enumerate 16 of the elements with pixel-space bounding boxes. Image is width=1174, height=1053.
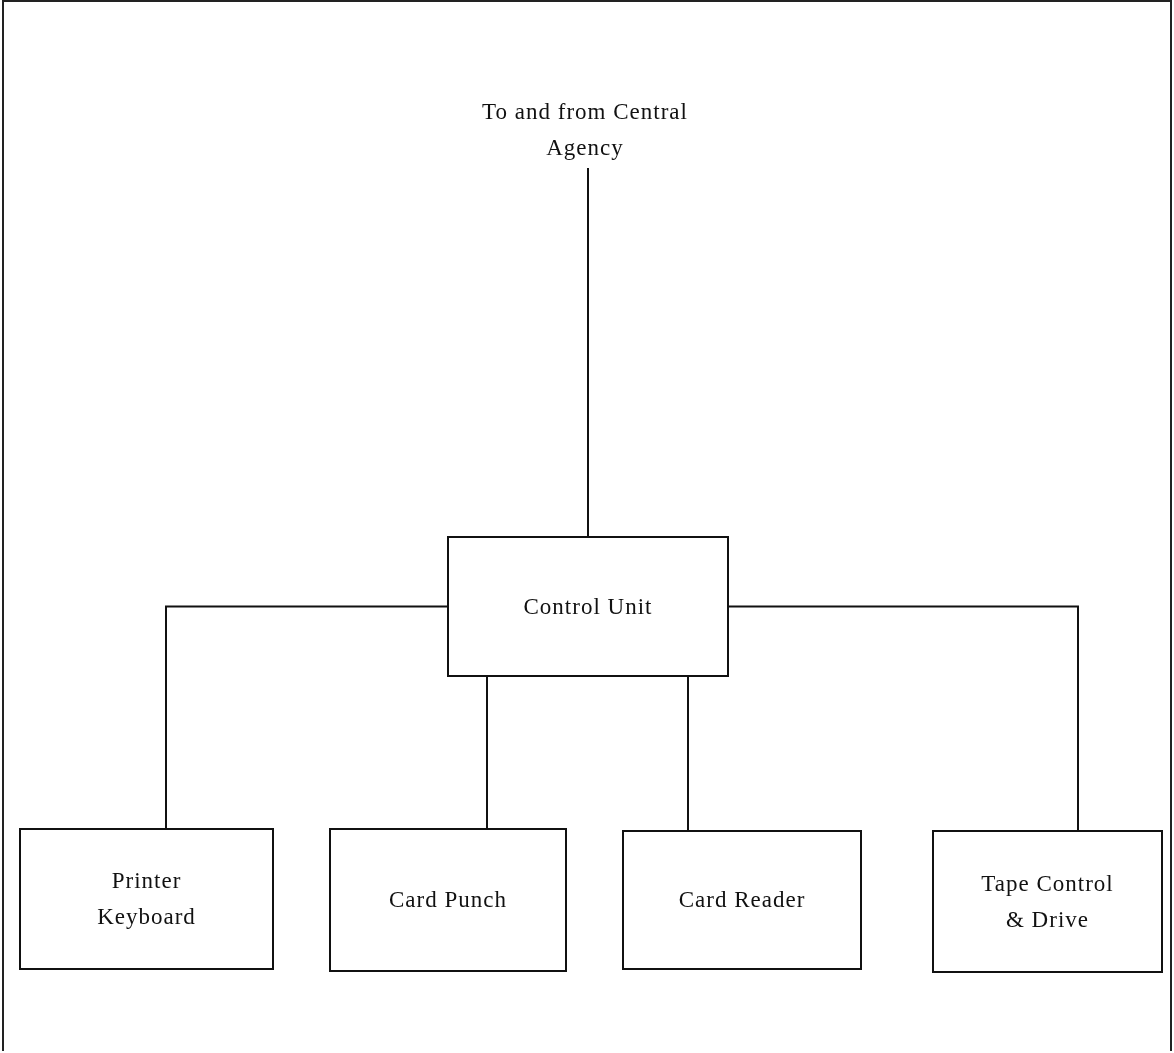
box-label: Tape Control & Drive xyxy=(980,869,1115,934)
box-label: Card Reader xyxy=(678,886,806,915)
box-label: Card Punch xyxy=(389,886,507,915)
connector-line xyxy=(687,676,689,831)
connector-line xyxy=(165,605,448,829)
connector-line xyxy=(587,167,589,537)
process-box xyxy=(622,830,862,970)
box-label: Control Unit xyxy=(523,592,653,621)
process-box xyxy=(19,828,274,970)
process-box xyxy=(932,830,1163,973)
process-box xyxy=(447,536,729,677)
node-label: To and from Central Agency xyxy=(481,98,689,162)
connector-line xyxy=(486,676,488,829)
process-box xyxy=(329,828,567,972)
box-label: Printer Keyboard xyxy=(96,867,197,931)
connector-line xyxy=(728,605,1079,831)
